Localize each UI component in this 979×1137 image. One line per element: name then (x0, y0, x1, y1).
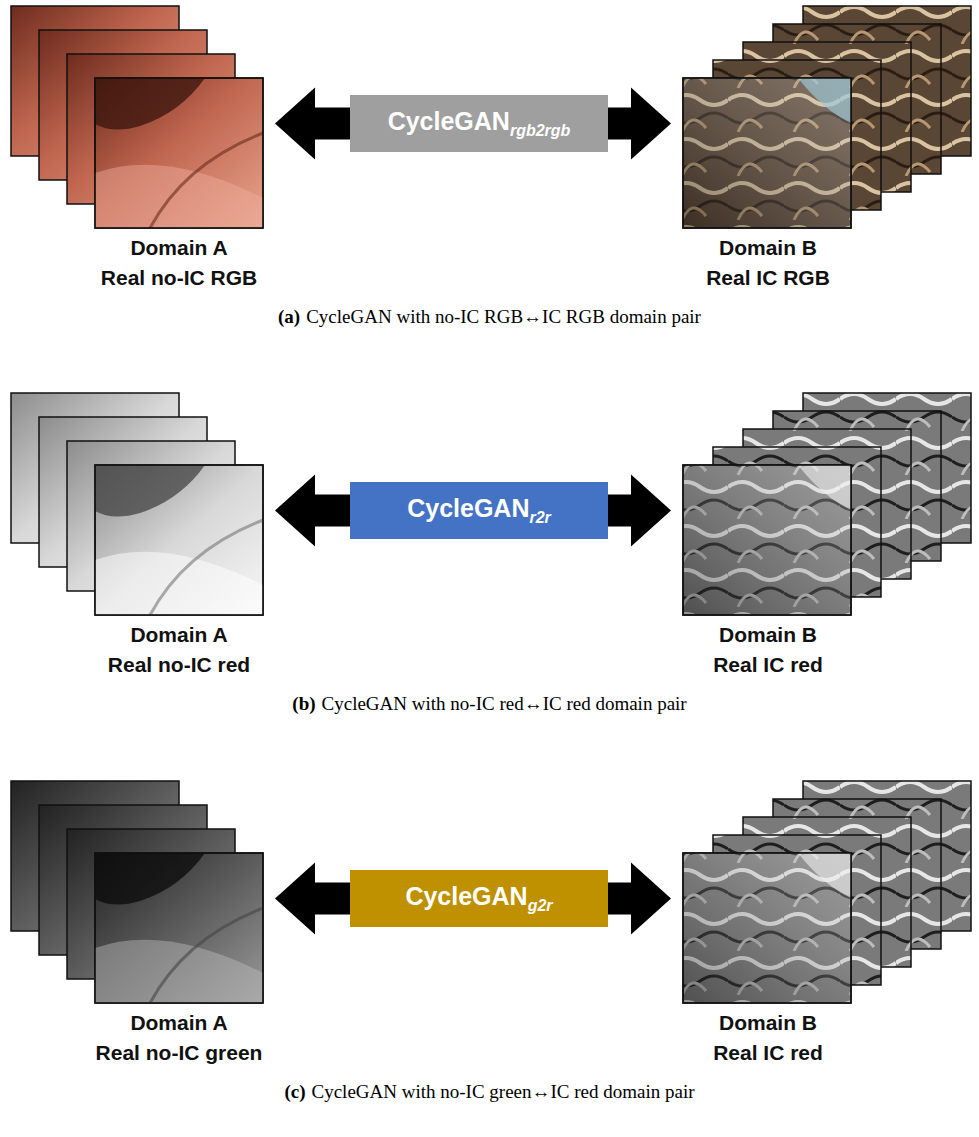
model-box: CycleGANrgb2rgb (350, 95, 608, 152)
caption-tag: (a) (278, 306, 300, 327)
block-arrow (608, 475, 671, 547)
fold (95, 165, 263, 228)
image-stack: Domain AReal no-IC green (11, 781, 263, 1071)
domain-description: Real no-IC red (49, 650, 309, 680)
domain-label: Domain BReal IC red (638, 1008, 898, 1068)
domain-name: Domain A (49, 233, 309, 263)
image-stack: Domain BReal IC red (683, 781, 972, 1071)
photo-detail (683, 78, 851, 228)
model-title: CycleGAN (407, 494, 529, 522)
photo (95, 465, 263, 615)
shading (683, 465, 851, 615)
photo-border (95, 465, 263, 615)
photo-border (95, 78, 263, 228)
model-title: CycleGAN (388, 107, 510, 135)
block-arrow (275, 88, 350, 160)
model-name: CycleGANrgb2rgb (388, 107, 571, 140)
caption-text: CycleGAN with no-IC RGB↔IC RGB domain pa… (306, 306, 701, 327)
block-arrow (608, 863, 671, 935)
photo-border (95, 853, 263, 1003)
image-stack: Domain BReal IC red (683, 393, 972, 683)
model-name: CycleGANg2r (405, 882, 552, 915)
domain-name: Domain A (49, 1008, 309, 1038)
photo (95, 853, 263, 1003)
domain-label: Domain AReal no-IC RGB (49, 233, 309, 293)
fold-line (150, 133, 263, 228)
domain-label: Domain BReal IC red (638, 620, 898, 680)
domain-label: Domain AReal no-IC green (49, 1008, 309, 1068)
domain-name: Domain B (638, 1008, 898, 1038)
lumen (95, 78, 205, 130)
model-box: CycleGANg2r (350, 870, 608, 927)
caption-tag: (b) (292, 693, 315, 714)
domain-label: Domain AReal no-IC red (49, 620, 309, 680)
photo (683, 465, 851, 615)
photo-detail (683, 465, 851, 615)
block-arrow (608, 88, 671, 160)
image-stack: Domain AReal no-IC red (11, 393, 263, 683)
image-stack (11, 6, 263, 228)
image-stack: Domain AReal no-IC RGB (11, 6, 263, 296)
domain-label: Domain BReal IC RGB (638, 233, 898, 293)
panel-art (11, 781, 971, 1003)
caption-tag: (c) (284, 1081, 305, 1102)
photo-border (683, 853, 851, 1003)
caption-text: CycleGAN with no-IC red↔IC red domain pa… (322, 693, 687, 714)
caption-text: CycleGAN with no-IC green↔IC red domain … (312, 1081, 695, 1102)
domain-description: Real no-IC green (49, 1038, 309, 1068)
shading (683, 78, 851, 228)
model-subscript: r2r (529, 509, 550, 526)
panel-caption: (b) CycleGAN with no-IC red↔IC red domain… (0, 693, 979, 715)
reflection (798, 853, 851, 898)
fold (95, 940, 263, 1003)
block-arrow (275, 863, 350, 935)
panel-art (11, 393, 971, 615)
image-stack (683, 6, 971, 228)
panel-caption: (a) CycleGAN with no-IC RGB↔IC RGB domain… (0, 306, 979, 328)
domain-description: Real IC red (638, 1038, 898, 1068)
photo-detail (683, 853, 851, 1003)
photo (95, 78, 263, 228)
fold-line (150, 908, 263, 1003)
shading (683, 853, 851, 1003)
photo-border (683, 465, 851, 615)
fold-line (150, 520, 263, 615)
domain-description: Real no-IC RGB (49, 263, 309, 293)
photo (683, 853, 851, 1003)
photo-detail (95, 465, 263, 615)
image-stack: Domain BReal IC RGB (683, 6, 972, 296)
domain-name: Domain A (49, 620, 309, 650)
fold (95, 552, 263, 615)
reflection (798, 78, 851, 123)
block-arrow (275, 475, 350, 547)
domain-description: Real IC RGB (638, 263, 898, 293)
photo-detail (95, 853, 263, 1003)
model-title: CycleGAN (405, 882, 527, 910)
domain-name: Domain B (638, 620, 898, 650)
model-box: CycleGANr2r (350, 482, 608, 539)
domain-name: Domain B (638, 233, 898, 263)
photo (683, 78, 851, 228)
model-subscript: g2r (528, 897, 553, 914)
model-subscript: rgb2rgb (510, 122, 570, 139)
domain-description: Real IC red (638, 650, 898, 680)
panel-caption: (c) CycleGAN with no-IC green↔IC red doma… (0, 1081, 979, 1103)
model-name: CycleGANr2r (407, 494, 551, 527)
photo-detail (95, 78, 263, 228)
lumen (95, 465, 205, 517)
photo-border (683, 78, 851, 228)
lumen (95, 853, 205, 905)
reflection (798, 465, 851, 510)
